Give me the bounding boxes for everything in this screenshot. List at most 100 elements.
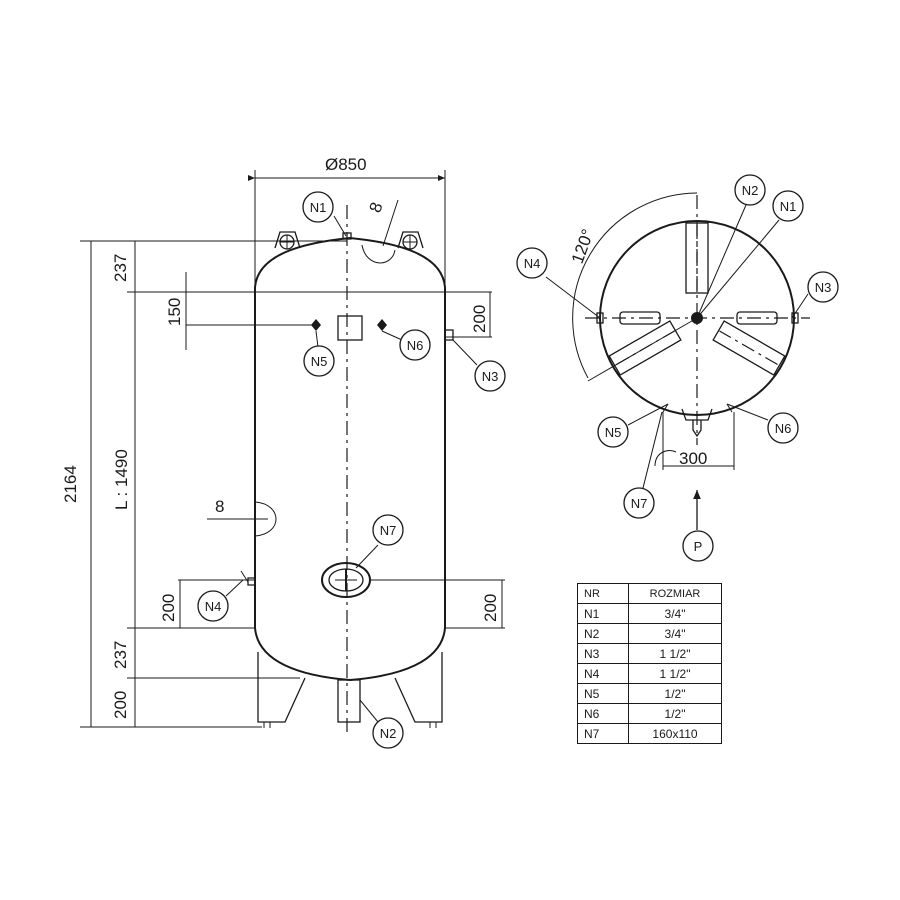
- lug-slot-right: [736, 311, 778, 325]
- svg-text:N4: N4: [205, 599, 222, 614]
- table-row: N6 1/2": [577, 703, 722, 724]
- top-nozzle-n1: [342, 232, 352, 240]
- bubble-n6-plan: N6: [767, 412, 799, 444]
- bubble-p: P: [682, 530, 714, 562]
- n6-plan-stub: [726, 403, 733, 413]
- table-row: N3 1 1/2": [577, 643, 722, 664]
- svg-text:N4: N4: [524, 256, 541, 271]
- manhole-plan: [681, 408, 713, 421]
- drain-pipe-n2: [337, 679, 361, 723]
- front-view: [240, 199, 454, 735]
- svg-text:N7: N7: [380, 523, 397, 538]
- svg-text:N6: N6: [407, 338, 424, 353]
- table-cell-nr: N7: [577, 723, 629, 744]
- table-cell-size: 1/2": [628, 683, 722, 704]
- svg-text:N1: N1: [780, 199, 797, 214]
- table-cell-size: 1 1/2": [628, 663, 722, 684]
- dim300-arc: [654, 450, 677, 467]
- bubble-n2-plan: N2: [734, 174, 766, 206]
- leader-n3: [791, 293, 809, 319]
- table-cell-nr: N1: [577, 603, 629, 624]
- table-cell-nr: N3: [577, 643, 629, 664]
- svg-text:N7: N7: [631, 496, 648, 511]
- total-height-label: 2164: [61, 465, 80, 503]
- leader-n5: [627, 403, 669, 426]
- table-cell-nr: N5: [577, 683, 629, 704]
- inspection-port: [337, 315, 363, 341]
- offset-200-left-label: 200: [159, 594, 178, 622]
- side-nozzle-n4: [247, 577, 255, 586]
- svg-text:N2: N2: [742, 183, 759, 198]
- front-dimensions: [80, 170, 505, 728]
- leader-n1: [696, 219, 780, 319]
- leader-n4: [545, 276, 601, 319]
- radius-300-label: 300: [679, 449, 707, 468]
- svg-text:N3: N3: [482, 369, 499, 384]
- table-header-row: NR ROZMIAR: [577, 583, 722, 604]
- offset-200-top-label: 200: [470, 305, 489, 333]
- nozzle-n4-plan: [596, 312, 604, 324]
- svg-text:N5: N5: [311, 354, 328, 369]
- svg-text:N1: N1: [310, 200, 327, 215]
- side-weld-detail: [254, 501, 277, 537]
- bubble-n2-front: N2: [372, 717, 404, 749]
- port-n6-mark: [377, 319, 387, 331]
- head-bottom-label: 237: [111, 641, 130, 669]
- table-row: N1 3/4": [577, 603, 722, 624]
- table-cell-nr: N6: [577, 703, 629, 724]
- leader-n2: [696, 204, 747, 319]
- legs-label: 200: [111, 691, 130, 719]
- table-row: N2 3/4": [577, 623, 722, 644]
- right-leg: [394, 652, 443, 723]
- table-header-size: ROZMIAR: [628, 583, 722, 604]
- svg-text:N6: N6: [775, 421, 792, 436]
- n5-plan-stub: [662, 403, 669, 413]
- weld-8-top-label: 8: [365, 200, 386, 215]
- leg-plan-right: [608, 320, 682, 376]
- table-row: N7 160x110: [577, 723, 722, 744]
- bubble-n3-plan: N3: [807, 271, 839, 303]
- table-row: N5 1/2": [577, 683, 722, 704]
- bubble-n4-plan: N4: [516, 247, 548, 279]
- left-lifting-lug: [274, 231, 301, 250]
- table-cell-nr: N4: [577, 663, 629, 684]
- offset-200-right-label: 200: [481, 594, 500, 622]
- front-leaders: [225, 215, 478, 723]
- table-cell-size: 3/4": [628, 623, 722, 644]
- left-leg: [257, 652, 306, 723]
- diameter-label: Ø850: [325, 155, 367, 174]
- tank-bottom-head: [254, 627, 446, 682]
- right-lifting-lug: [397, 231, 424, 250]
- offset-150-label: 150: [165, 298, 184, 326]
- leader-n6: [726, 403, 769, 421]
- table-header-nr: NR: [577, 583, 629, 604]
- leader-n7: [642, 411, 663, 489]
- bubble-n3-front: N3: [474, 360, 506, 392]
- weld-leader-top: [382, 199, 399, 247]
- head-top-label: 237: [111, 254, 130, 282]
- bubble-n1-plan: N1: [772, 190, 804, 222]
- leg-plan-top: [685, 222, 709, 294]
- table-cell-size: 160x110: [628, 723, 722, 744]
- table-cell-size: 1 1/2": [628, 643, 722, 664]
- angle-label: 120°: [568, 227, 598, 267]
- tank-top-head: [254, 236, 446, 288]
- svg-text:N3: N3: [815, 280, 832, 295]
- bubble-n5-plan: N5: [597, 416, 629, 448]
- table-cell-size: 1/2": [628, 703, 722, 724]
- weld-8-side-label: 8: [215, 497, 224, 516]
- leg-plan-left: [712, 320, 786, 376]
- bubble-n7-front: N7: [372, 514, 404, 546]
- length-label: L : 1490: [112, 449, 131, 510]
- svg-text:P: P: [694, 539, 703, 554]
- side-nozzle-n3: [444, 329, 454, 341]
- manhole-handle: [692, 420, 702, 438]
- bubble-n5-front: N5: [303, 345, 335, 377]
- table-cell-nr: N2: [577, 623, 629, 644]
- svg-text:N5: N5: [605, 425, 622, 440]
- svg-text:N2: N2: [380, 726, 397, 741]
- table-cell-size: 3/4": [628, 603, 722, 624]
- top-weld-detail: [361, 244, 396, 264]
- table-row: N4 1 1/2": [577, 663, 722, 684]
